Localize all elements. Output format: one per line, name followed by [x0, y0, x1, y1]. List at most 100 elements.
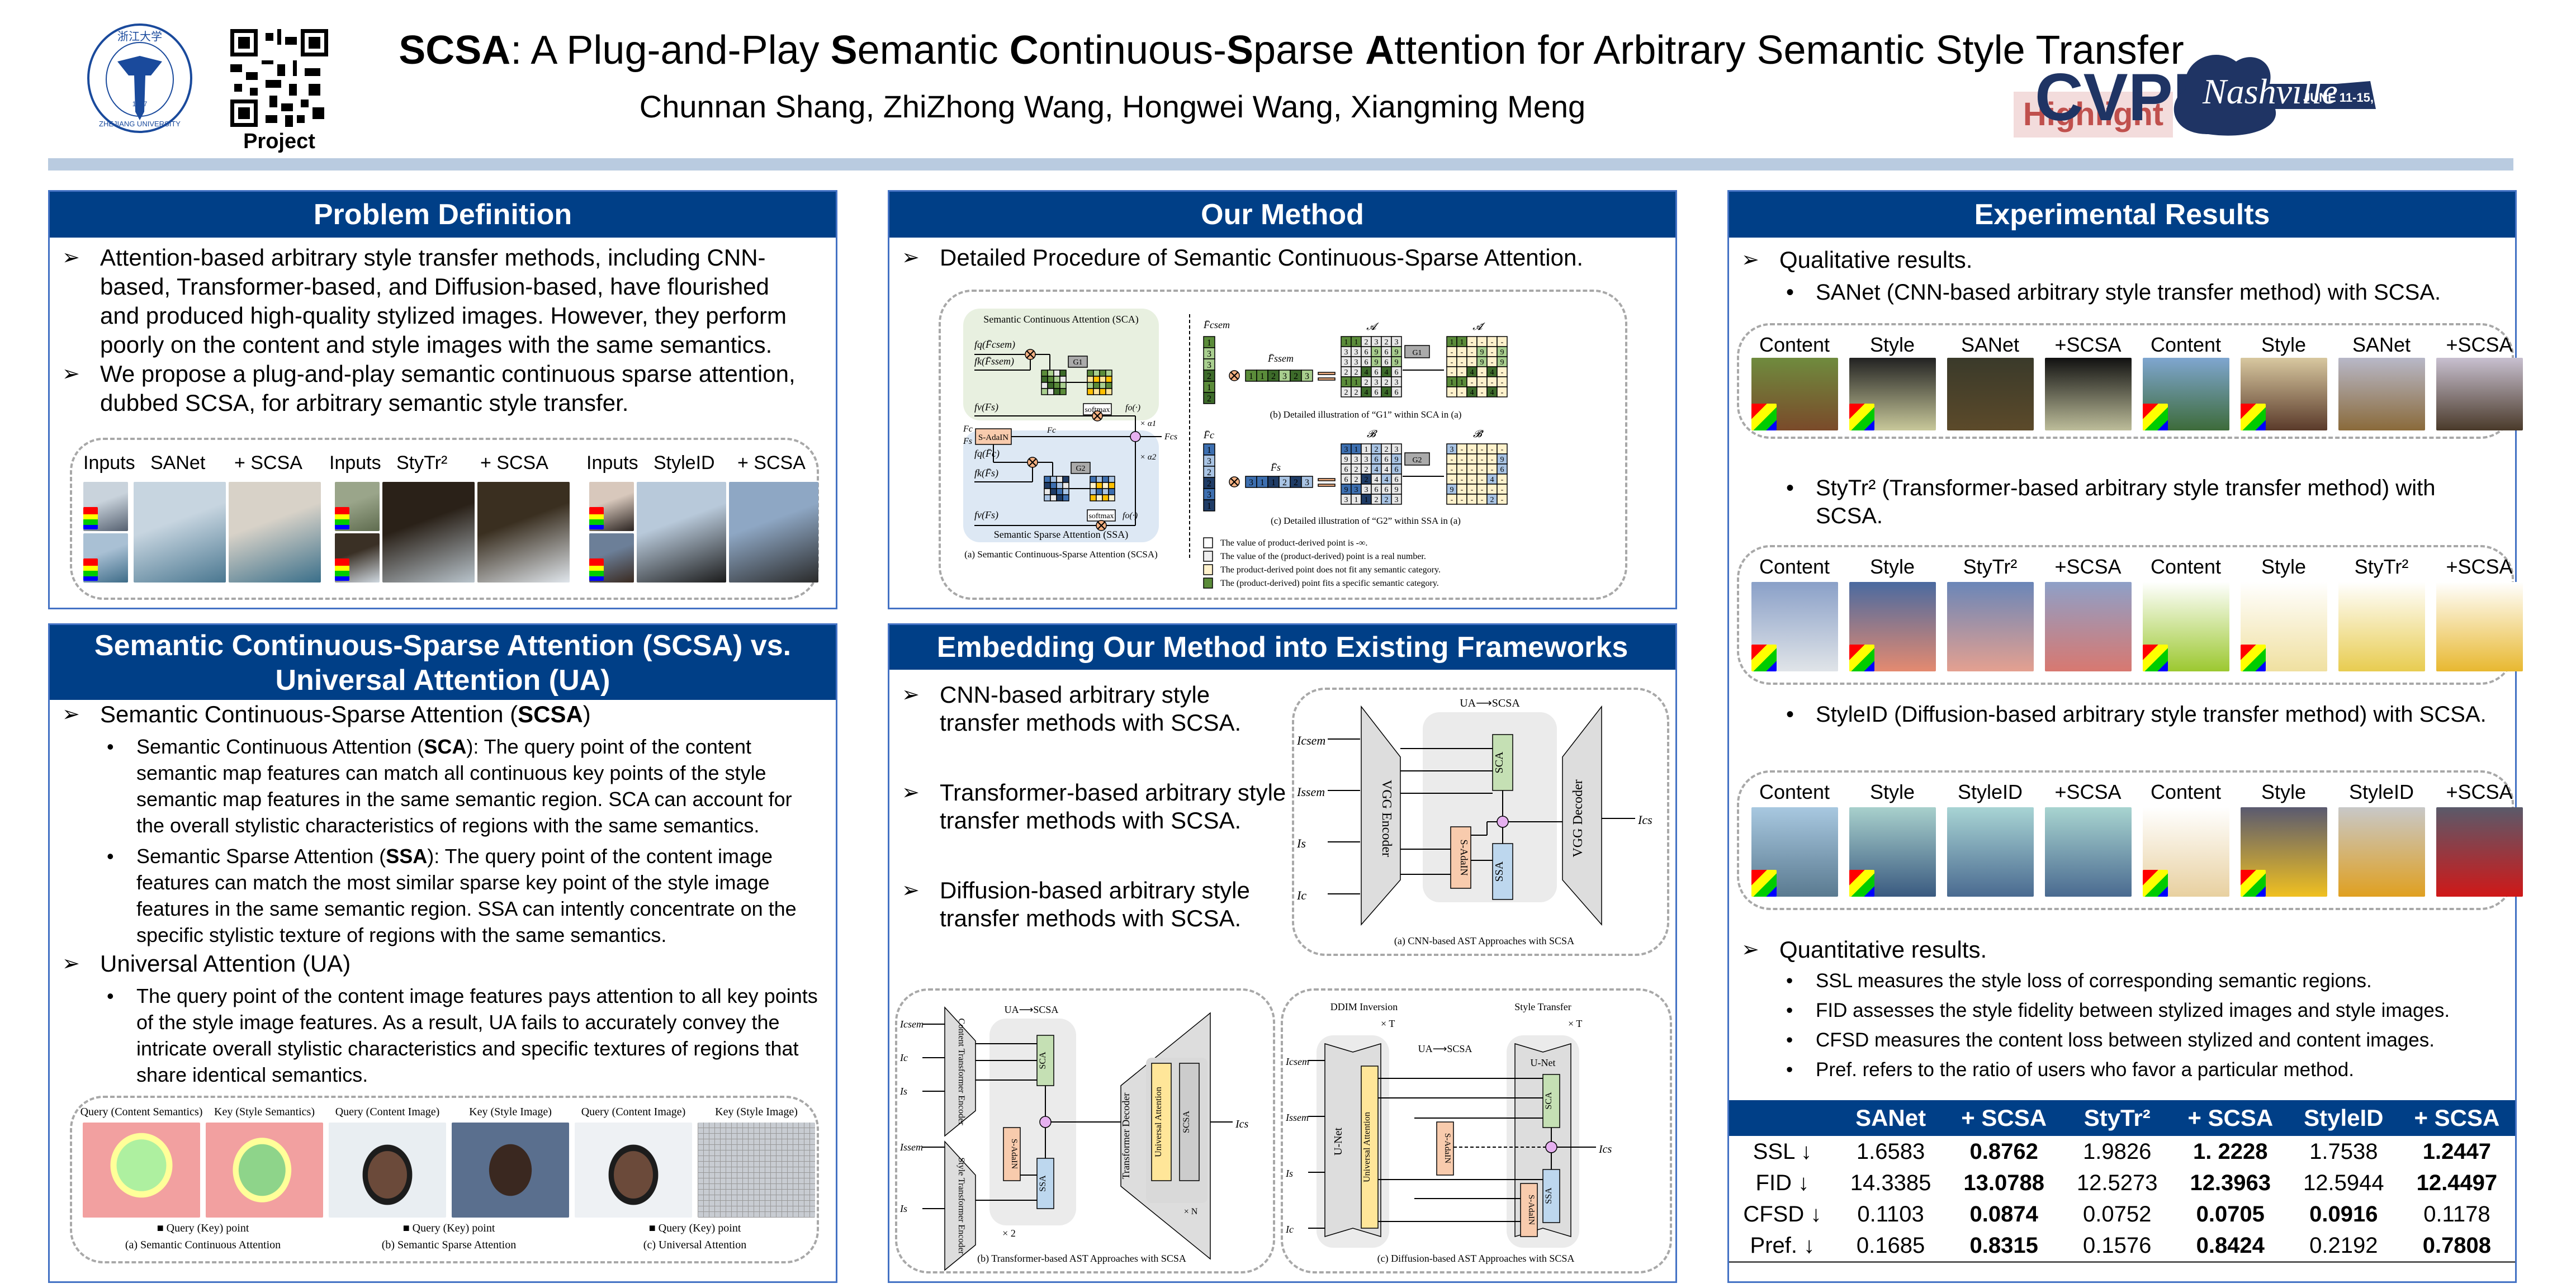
fq-label: fq(F̄c)	[974, 448, 1000, 460]
matrix-value: -	[1491, 466, 1494, 474]
attention-matrix-cell	[1044, 476, 1051, 483]
matrix-value: 9	[1344, 456, 1348, 464]
matrix-value: 1	[1249, 372, 1253, 381]
fcs-label: Fcs	[1164, 432, 1177, 442]
connector-line	[1026, 351, 1034, 358]
matrix-value: -	[1501, 338, 1504, 347]
attention-matrix-cell	[1059, 388, 1067, 395]
vgg-encoder-label: VGG Encoder	[1379, 780, 1394, 857]
matrix-value: -	[1491, 378, 1494, 387]
metric-value-cell: 12.3963	[2190, 1170, 2271, 1195]
matrix-value: 3	[1365, 456, 1368, 464]
input-label: Icsem	[899, 1019, 924, 1030]
figure-caption: (b) Detailed illustration of “G1” within…	[1270, 409, 1462, 420]
matrix-value: 6	[1375, 368, 1379, 377]
project-qr-code[interactable]	[230, 29, 328, 127]
ua-label: Universal Attention	[1362, 1112, 1372, 1182]
figure-label: Inputs	[329, 452, 381, 473]
ddim-label: DDIM Inversion	[1330, 1001, 1398, 1012]
s-adain-label: S-AdaIN	[978, 433, 1008, 442]
s-adain-block	[1436, 1121, 1454, 1176]
figure-label: StyleID	[654, 452, 715, 473]
qr-label: Project	[243, 130, 315, 153]
qualitative-label: SANet	[1961, 333, 2020, 356]
attention-matrix-cell	[1041, 382, 1048, 389]
matrix-value: 6	[1385, 348, 1389, 357]
ua-to-scsa-label: UA⟶SCSA	[1460, 697, 1520, 709]
s-adain-label: S-AdaIN	[1010, 1139, 1019, 1169]
matrix-value: 9	[1500, 348, 1504, 357]
matrix-value: -	[1491, 456, 1494, 464]
query-key-point-legend: ■ Query (Key) point	[157, 1222, 249, 1234]
metric-value-cell: 1.6583	[1856, 1139, 1925, 1164]
qualitative-image	[1947, 358, 2034, 430]
semantic-mask	[2143, 870, 2168, 897]
content-vector	[1203, 499, 1215, 512]
masked-matrix-cell	[1090, 476, 1097, 483]
sca-block	[1542, 1074, 1560, 1128]
matrix-value: 6	[1375, 389, 1379, 397]
matrix-value: 9	[1500, 358, 1504, 367]
matrix-value: 6	[1395, 466, 1399, 474]
attention-caption: (b) Semantic Sparse Attention	[381, 1239, 517, 1251]
metric-value-cell: 1.7538	[2309, 1139, 2378, 1164]
key-image	[206, 1123, 323, 1218]
g1-box	[1404, 345, 1430, 358]
vgg-decoder	[1562, 705, 1602, 926]
masked-matrix-cell	[1090, 494, 1097, 501]
metric-value-cell: 12.4497	[2416, 1170, 2498, 1195]
semantic-mask	[2241, 645, 2266, 671]
query-key-point-legend: ■ Query (Key) point	[648, 1222, 741, 1234]
matrix-value: 3	[1375, 338, 1379, 347]
table-header-cell: + SCSA	[2398, 1100, 2515, 1136]
matrix-value: -	[1501, 389, 1504, 397]
embedding-bullet-cnn: CNN-based arbitrary style transfer metho…	[889, 681, 1292, 737]
matrix-value: -	[1491, 348, 1494, 357]
metric-name-cell: CFSD ↓	[1743, 1201, 1822, 1227]
attention-caption: (c) Universal Attention	[643, 1239, 747, 1251]
matrix-value: -	[1481, 368, 1484, 377]
matrix-value: 3	[1395, 378, 1399, 387]
qualitative-image	[2045, 807, 2132, 897]
matrix-value: -	[1491, 338, 1494, 347]
semantic-mask	[83, 507, 98, 529]
query-label: Query (Content Image)	[581, 1106, 686, 1118]
matrix-value: 2	[1385, 378, 1389, 387]
attention-caption: (a) Semantic Continuous Attention	[125, 1239, 281, 1251]
matrix-value: -	[1471, 496, 1474, 504]
equals-icon	[1318, 372, 1336, 375]
masked-matrix-cell	[1087, 388, 1094, 395]
matrix-value: 2	[1207, 468, 1211, 477]
qualitative-label: StyTr²	[2354, 555, 2409, 578]
metric-value-cell: 12.5273	[2076, 1170, 2158, 1195]
masked-matrix-cell	[1099, 388, 1106, 395]
metric-value-cell: 12.5944	[2303, 1170, 2384, 1195]
matrix-value: 2	[1207, 394, 1211, 404]
attention-matrix-cell	[1056, 494, 1063, 501]
matrix-value: 2	[1385, 338, 1389, 347]
query-label: Query (Content Image)	[335, 1106, 440, 1118]
vector-label: F̄c	[1203, 429, 1214, 441]
connector-line	[1093, 412, 1101, 420]
sca-label: SCA	[1038, 1052, 1048, 1069]
masked-matrix-cell	[1096, 476, 1103, 483]
svg-text:JUNE 11-15, 2025: JUNE 11-15, 2025	[2303, 91, 2404, 105]
s-adain-label: S-AdaIN	[1459, 840, 1470, 876]
metric-description: FID assesses the style fidelity between …	[1729, 996, 2515, 1025]
matrix-value: 4	[1385, 476, 1389, 484]
figure-label: Inputs	[83, 452, 135, 473]
matrix-value: -	[1481, 476, 1484, 484]
repeat-label: × T	[1381, 1018, 1395, 1029]
fc-label: Fc	[1046, 426, 1056, 435]
matrix-value: 2	[1294, 478, 1298, 487]
poster-title: SCSA: A Plug-and-Play Semantic Continuou…	[399, 28, 2184, 73]
ua-label: Universal Attention	[1154, 1087, 1163, 1157]
input-label: Ic	[1285, 1224, 1294, 1235]
matrix-value: -	[1471, 338, 1474, 347]
authors: Chunnan Shang, ZhiZhong Wang, Hongwei Wa…	[639, 89, 1586, 124]
matrix-value: -	[1451, 358, 1453, 367]
matrix-value: -	[1451, 476, 1453, 484]
